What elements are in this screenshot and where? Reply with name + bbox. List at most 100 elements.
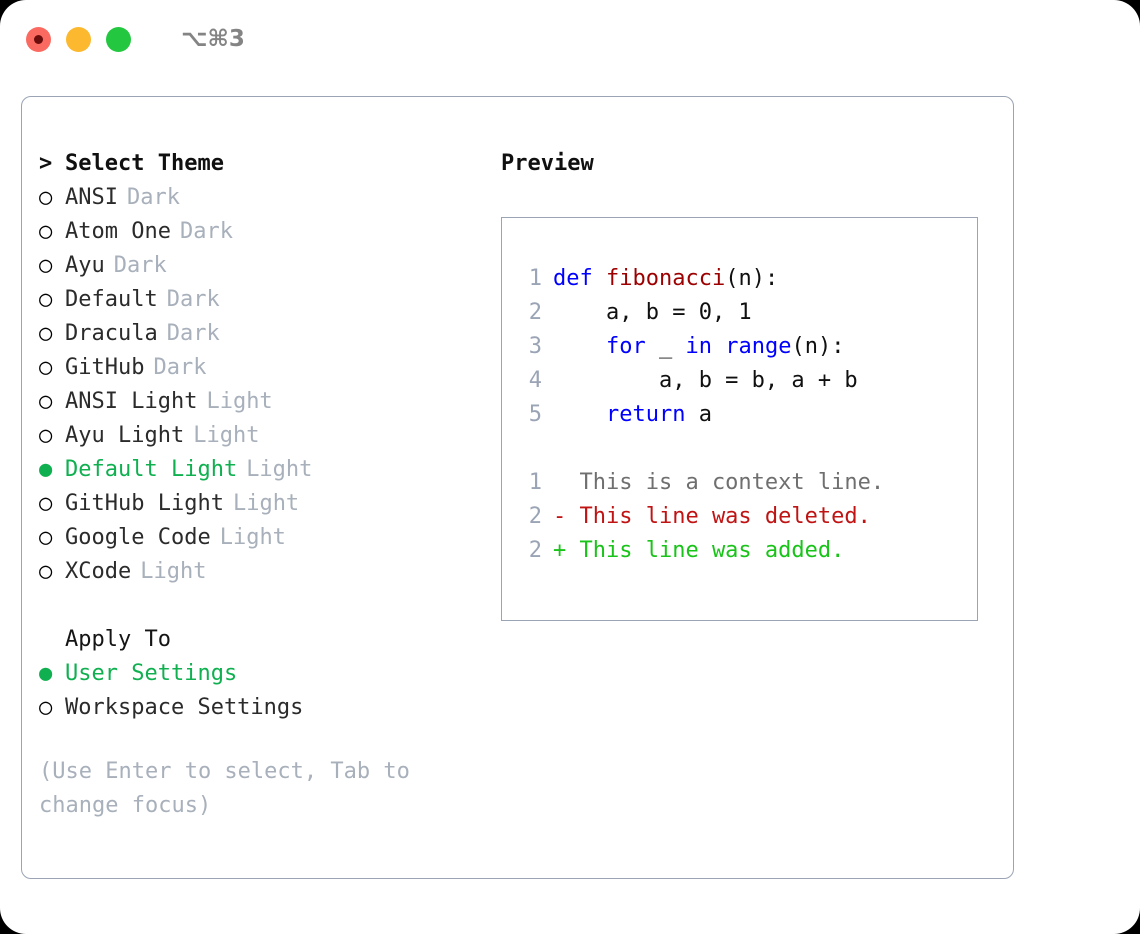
apply-to-header: Apply To bbox=[65, 627, 171, 652]
theme-list-item[interactable]: ○ Dracula Dark bbox=[39, 317, 479, 351]
radio-selected-icon: ● bbox=[39, 661, 53, 686]
diff-line: 2 - This line was deleted. bbox=[516, 500, 971, 534]
theme-name-label: Dracula bbox=[65, 321, 158, 346]
code-token-plain: a, b = 0, 1 bbox=[553, 300, 752, 325]
keyboard-shortcut-label: ⌥⌘3 bbox=[181, 26, 245, 52]
diff-line: 2 + This line was added. bbox=[516, 534, 971, 568]
code-token-plain: (n): bbox=[725, 266, 779, 291]
radio-unselected-icon: ○ bbox=[39, 185, 53, 210]
keyboard-hint-text: (Use Enter to select, Tab to change focu… bbox=[39, 759, 410, 818]
diff-line-number: 2 bbox=[528, 538, 542, 563]
diff-line: 1 This is a context line. bbox=[516, 466, 971, 500]
prompt-caret-icon: > bbox=[39, 151, 53, 176]
theme-list-item[interactable]: ● Default Light Light bbox=[39, 453, 479, 487]
theme-category-label: Dark bbox=[166, 321, 220, 346]
code-token-plain: _ bbox=[645, 334, 686, 359]
code-line: 5 return a bbox=[516, 398, 971, 432]
code-token-kw: def bbox=[553, 266, 606, 291]
theme-category-label: Light bbox=[193, 423, 260, 448]
theme-list-item[interactable]: ○ ANSI Light Light bbox=[39, 385, 479, 419]
code-token-kw: range bbox=[725, 334, 792, 359]
apply-to-label: User Settings bbox=[65, 661, 238, 686]
diff-text-ctx: This is a context line. bbox=[553, 470, 885, 495]
theme-name-label: GitHub bbox=[65, 355, 145, 380]
radio-unselected-icon: ○ bbox=[39, 253, 53, 278]
code-line: 2 a, b = 0, 1 bbox=[516, 296, 971, 330]
diff-spacer bbox=[516, 432, 971, 466]
radio-unselected-icon: ○ bbox=[39, 219, 53, 244]
theme-category-label: Dark bbox=[166, 287, 220, 312]
code-line-number: 5 bbox=[528, 402, 542, 427]
radio-unselected-icon: ○ bbox=[39, 559, 53, 584]
code-line: 1 def fibonacci(n): bbox=[516, 262, 971, 296]
radio-unselected-icon: ○ bbox=[39, 423, 53, 448]
apply-to-option[interactable]: ○ Workspace Settings bbox=[39, 691, 479, 725]
diff-text-add: + This line was added. bbox=[553, 538, 845, 563]
code-token-plain: a, b = b, a + b bbox=[553, 368, 858, 393]
diff-sample: 1 This is a context line. 2 - This line wa… bbox=[516, 466, 971, 568]
code-line-number: 4 bbox=[528, 368, 542, 393]
preview-title: Preview bbox=[501, 151, 594, 176]
zoom-button-icon[interactable] bbox=[106, 26, 131, 52]
theme-list-item[interactable]: ○ Ayu Light Light bbox=[39, 419, 479, 453]
window-titlebar: ⌥⌘3 bbox=[0, 0, 1140, 78]
code-token-kw: for bbox=[605, 334, 646, 359]
code-token-plain: a bbox=[685, 402, 712, 427]
radio-unselected-icon: ○ bbox=[39, 695, 53, 720]
theme-name-label: Atom One bbox=[65, 219, 171, 244]
radio-unselected-icon: ○ bbox=[39, 321, 53, 346]
theme-name-label: GitHub Light bbox=[65, 491, 224, 516]
theme-name-label: ANSI Light bbox=[65, 389, 198, 414]
theme-category-label: Light bbox=[219, 525, 286, 550]
radio-unselected-icon: ○ bbox=[39, 525, 53, 550]
radio-unselected-icon: ○ bbox=[39, 389, 53, 414]
radio-unselected-icon: ○ bbox=[39, 287, 53, 312]
theme-category-label: Light bbox=[206, 389, 273, 414]
theme-category-label: Dark bbox=[113, 253, 167, 278]
code-token-plain bbox=[712, 334, 725, 359]
theme-list-item[interactable]: ○ Google Code Light bbox=[39, 521, 479, 555]
code-token-plain: (n): bbox=[791, 334, 845, 359]
code-token-fn: fibonacci bbox=[605, 266, 726, 291]
apply-to-option[interactable]: ● User Settings bbox=[39, 657, 479, 691]
close-button-icon[interactable] bbox=[26, 26, 51, 52]
apply-to-list: ● User Settings ○ Workspace Settings bbox=[39, 657, 479, 725]
diff-line-number: 2 bbox=[528, 504, 542, 529]
theme-name-label: Default Light bbox=[65, 457, 238, 482]
section-spacer bbox=[39, 589, 479, 623]
radio-selected-icon: ● bbox=[39, 457, 53, 482]
code-line-number: 1 bbox=[528, 266, 542, 291]
code-token-kw: in bbox=[685, 334, 712, 359]
minimize-button-icon[interactable] bbox=[66, 26, 91, 52]
theme-category-label: Dark bbox=[126, 185, 180, 210]
apply-to-label: Workspace Settings bbox=[65, 695, 304, 720]
theme-name-label: Ayu Light bbox=[65, 423, 185, 448]
diff-line-number: 1 bbox=[528, 470, 542, 495]
close-inner-dot-icon bbox=[34, 34, 43, 44]
theme-category-label: Light bbox=[246, 457, 313, 482]
theme-category-label: Light bbox=[140, 559, 207, 584]
code-token-kw: return bbox=[605, 402, 686, 427]
code-line-number: 2 bbox=[528, 300, 542, 325]
theme-list-item[interactable]: ○ Ayu Dark bbox=[39, 249, 479, 283]
diff-text-del: - This line was deleted. bbox=[553, 504, 871, 529]
theme-name-label: Google Code bbox=[65, 525, 211, 550]
theme-category-label: Light bbox=[232, 491, 300, 516]
theme-category-label: Dark bbox=[153, 355, 207, 380]
theme-name-label: Ayu bbox=[65, 253, 105, 278]
code-line: 4 a, b = b, a + b bbox=[516, 364, 971, 398]
